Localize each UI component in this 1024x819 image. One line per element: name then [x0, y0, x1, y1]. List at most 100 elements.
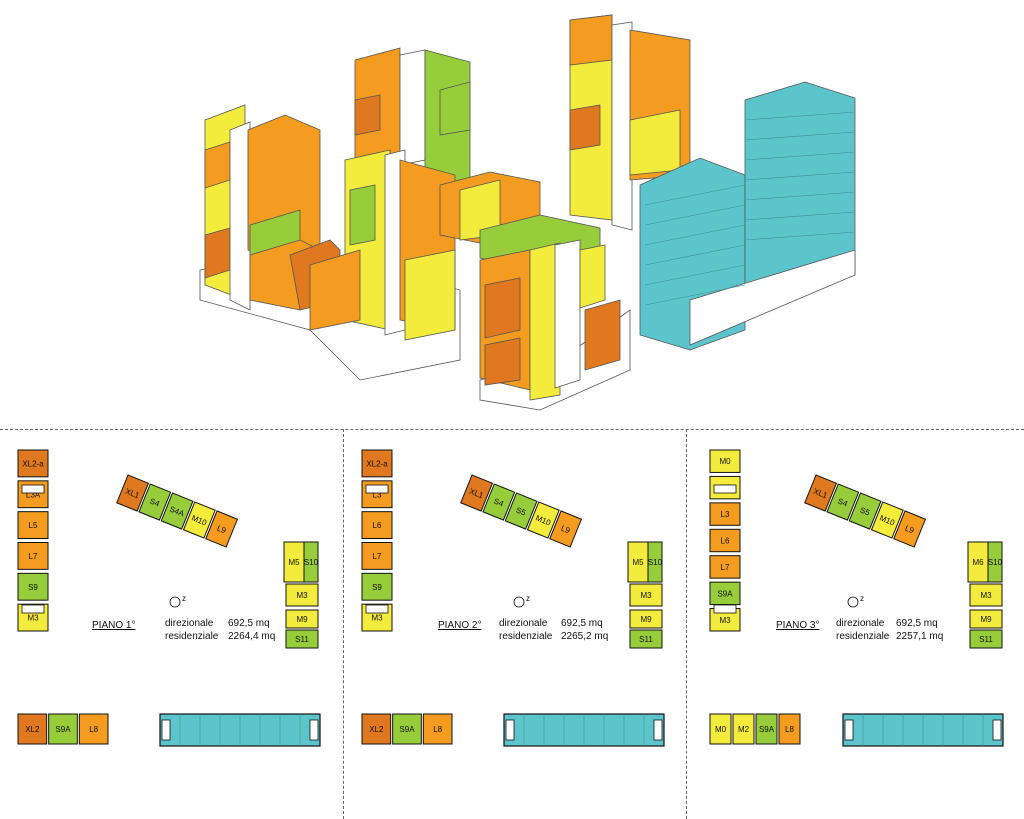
- unit-tower-a: [709, 581, 741, 606]
- unit-tower-a-label: L7: [721, 563, 730, 572]
- unit-tower-c-label: M5: [288, 558, 300, 567]
- unit-tower-b-label: S4: [492, 496, 505, 508]
- divider-vertical: [686, 429, 687, 819]
- tower-4-block: [569, 14, 691, 231]
- north-arrow-icon: z: [513, 594, 530, 608]
- unit-base-label: S9A: [759, 725, 775, 734]
- unit-tower-c: [969, 583, 1003, 607]
- floor-title: PIANO 3°: [776, 620, 820, 631]
- unit-base: [78, 713, 109, 745]
- unit-base-label: S9A: [399, 725, 415, 734]
- area-labels: direzionale residenziale: [499, 617, 552, 643]
- unit-tower-a-label: M0: [719, 457, 731, 466]
- floor-plan-drawing: M0M2L3L6L7S9AM3XL1S4S5M10L9M6S10M3M9S11z…: [709, 449, 1004, 747]
- unit-tower-c-label: S11: [295, 635, 309, 644]
- unit-tower-b: [116, 474, 150, 512]
- unit-tower-c-label: M3: [980, 591, 992, 600]
- unit-base-label: XL2: [25, 725, 40, 734]
- svg-text:z: z: [860, 594, 864, 603]
- unit-tower-a-label: L7: [29, 552, 38, 561]
- divider-vertical: [343, 429, 344, 819]
- unit-tower-c: [629, 629, 663, 649]
- unit-tower-b: [526, 501, 560, 539]
- unit-tower-c: [987, 541, 1003, 583]
- unit-tower-a-label: XL2-a: [366, 459, 388, 468]
- unit-tower-c: [285, 583, 319, 607]
- unit-tower-c: [647, 541, 663, 583]
- unit-tower-a: [361, 449, 393, 478]
- residenziale-value: 2257,1 mq: [896, 631, 944, 642]
- area-values: 692,5 mq 2264,4 mq: [228, 617, 275, 643]
- unit-tower-a-label: L7: [373, 552, 382, 561]
- unit-tower-b: [482, 483, 516, 521]
- unit-tower-b: [182, 501, 216, 539]
- residenziale-value: 2265,2 mq: [561, 631, 609, 642]
- north-arrow-icon: z: [169, 594, 186, 608]
- unit-tower-a: [709, 502, 741, 526]
- unit-tower-c: [629, 583, 663, 607]
- unit-tower-b: [826, 483, 860, 521]
- unit-tower-a-label: S9: [372, 583, 382, 592]
- unit-tower-b-label: L9: [216, 524, 228, 536]
- unit-tower-c-label: M3: [296, 591, 308, 600]
- unit-base: [422, 713, 453, 745]
- unit-tower-a-label: L3: [373, 490, 382, 499]
- unit-tower-a-label: L6: [373, 521, 382, 530]
- unit-tower-c: [285, 609, 319, 629]
- unit-tower-b: [460, 474, 494, 512]
- unit-tower-b: [504, 492, 538, 530]
- unit-tower-a-label: L3: [721, 510, 730, 519]
- unit-tower-a-label: L6: [721, 537, 730, 546]
- unit-tower-c: [969, 609, 1003, 629]
- area-values: 692,5 mq 2265,2 mq: [561, 617, 608, 643]
- tower-2-block: [354, 47, 471, 201]
- unit-tower-b-label: S4: [148, 496, 161, 508]
- svg-text:z: z: [182, 594, 186, 603]
- unit-tower-b-label: S5: [859, 505, 872, 517]
- unit-tower-a: [361, 572, 393, 601]
- unit-base-label: S9A: [55, 725, 71, 734]
- unit-tower-a-label: XL2-a: [22, 459, 44, 468]
- unit-tower-a: [361, 542, 393, 570]
- direzionale-label: direzionale: [836, 618, 885, 629]
- unit-tower-c-label: M9: [296, 615, 308, 624]
- unit-tower-c-label: S11: [979, 635, 993, 644]
- unit-tower-c: [629, 609, 663, 629]
- north-arrow-icon: z: [847, 594, 864, 608]
- unit-base-label: XL2: [369, 725, 384, 734]
- unit-tower-b: [848, 492, 882, 530]
- residenziale-value: 2264,4 mq: [228, 631, 276, 642]
- unit-tower-c-label: M9: [980, 615, 992, 624]
- unit-base-label: L8: [89, 725, 98, 734]
- unit-tower-b: [160, 492, 194, 530]
- unit-tower-c-label: S10: [304, 558, 319, 567]
- area-labels: direzionale residenziale: [165, 617, 218, 643]
- unit-tower-a: [709, 555, 741, 579]
- unit-tower-a: [17, 511, 49, 539]
- floor-title: PIANO 2°: [438, 620, 482, 631]
- unit-tower-c-label: M5: [632, 558, 644, 567]
- unit-tower-c-label: M3: [640, 591, 652, 600]
- unit-base-label: L8: [433, 725, 442, 734]
- unit-base: [755, 713, 778, 745]
- unit-base: [17, 713, 48, 745]
- direzionale-value: 692,5 mq: [228, 618, 270, 629]
- floor-title: PIANO 1°: [92, 620, 136, 631]
- unit-tower-a-label: S9: [28, 583, 38, 592]
- office-slab-plan: [503, 713, 665, 747]
- tower-5-block: [479, 214, 621, 401]
- unit-tower-c: [285, 629, 319, 649]
- direzionale-label: direzionale: [165, 618, 214, 629]
- unit-base: [778, 713, 801, 745]
- unit-tower-b: [870, 501, 904, 539]
